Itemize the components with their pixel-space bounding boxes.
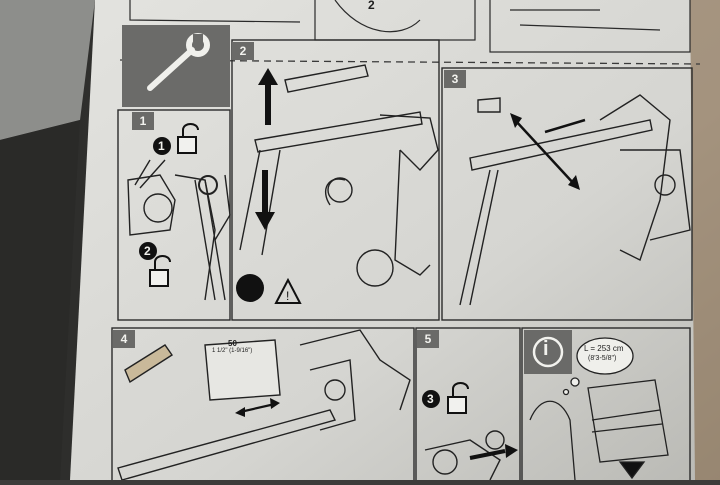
info-panel-drawing: [529, 379, 669, 481]
panel-5-arrow: [469, 444, 518, 460]
badge-top-label: 2: [368, 0, 375, 12]
lock-icon: [177, 123, 199, 154]
info-icon-letter: i: [543, 338, 549, 360]
panel-number-2: 2: [232, 42, 254, 60]
panel-2-icons: !: [236, 274, 302, 304]
panel-1-knob: [198, 175, 218, 195]
badge-1-label: 1: [158, 139, 165, 153]
badge-3-label: 3: [427, 392, 434, 406]
panel-1-drawing: [127, 159, 231, 301]
panel-4-drawing: [117, 329, 411, 481]
folded-corner: [0, 0, 95, 140]
wrench-tab: [122, 25, 230, 107]
panel-number-3: 3: [444, 70, 466, 88]
badge-2-label: 2: [144, 244, 151, 258]
badge-1: [153, 137, 171, 155]
panel-number-5: 5: [417, 330, 439, 348]
shadow-area: [0, 120, 80, 480]
panel-3-drawing: [459, 94, 691, 306]
panel-3-arrows: [510, 113, 586, 190]
panel-5-drawing: [424, 430, 505, 481]
panel-number-1: 1: [132, 112, 154, 130]
lock-icon-2: [447, 382, 469, 414]
right-edge-shadow: [690, 0, 720, 480]
svg-text:!: !: [286, 289, 289, 303]
thought-bubble: [562, 337, 634, 396]
bottom-panels: [111, 327, 691, 485]
info-icon: [524, 330, 572, 374]
panel-2-drawing: [239, 64, 439, 287]
badge-2: [139, 242, 157, 260]
badge-3: [422, 390, 440, 408]
panel-number-4: 4: [113, 330, 135, 348]
info-bubble-length: L = 253 cm: [584, 344, 624, 353]
arrow-icon: [255, 68, 278, 230]
unlock-icon: [149, 255, 171, 287]
measure-value: 50: [228, 339, 237, 348]
info-bubble-inches: (8'3-5/8"): [588, 355, 617, 362]
middle-panels: [117, 39, 693, 321]
panel-4-arrow: [235, 398, 280, 417]
measure-subvalue: 1 1/2" (1-9/16"): [212, 348, 253, 354]
